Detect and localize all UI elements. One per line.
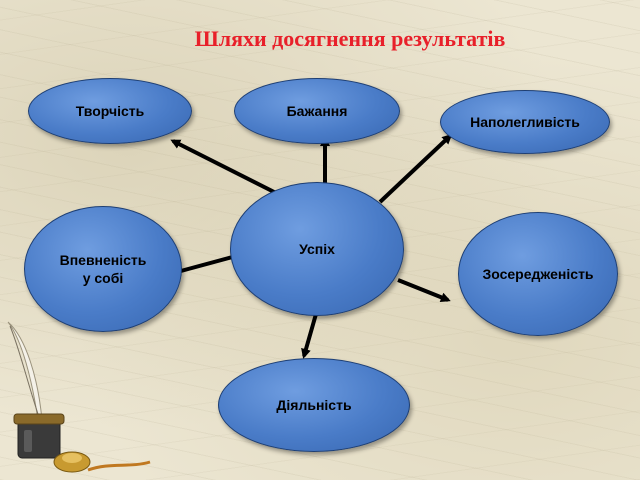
arrow-to-zoseredzhenist	[397, 278, 451, 303]
arrow-to-tvorchist	[170, 139, 283, 198]
node-label: Зосередженість	[482, 266, 594, 282]
node-bazhannya: Бажання	[234, 78, 400, 144]
node-label: Впевненість у собі	[59, 252, 147, 286]
node-diyalnist: Діяльність	[218, 358, 410, 452]
arrow-to-napolehlyvist	[378, 133, 453, 204]
node-tvorchist: Творчість	[28, 78, 192, 144]
page-title: Шляхи досягнення результатів	[194, 26, 506, 51]
node-label: Діяльність	[276, 397, 352, 413]
inkwell-icon	[13, 413, 151, 473]
node-label: Творчість	[75, 103, 145, 119]
node-uspikh-center: Успіх	[230, 182, 404, 316]
node-napolehlyvist: Наполегливість	[440, 90, 610, 154]
node-label: Бажання	[286, 103, 348, 119]
arrow-to-diyalnist	[301, 313, 318, 359]
center-label: Успіх	[299, 241, 335, 257]
node-zoseredzhenist: Зосередженість	[458, 212, 618, 336]
node-label: Наполегливість	[470, 114, 580, 130]
node-vpevnenist: Впевненість у собі	[24, 206, 182, 332]
